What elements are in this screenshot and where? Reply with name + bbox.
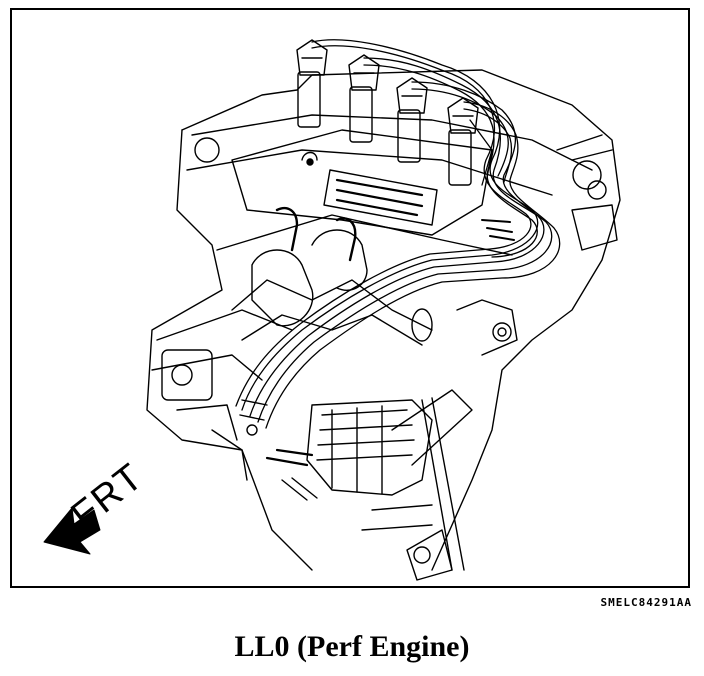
engine-illustration: FRT	[43, 39, 621, 581]
throttle-body-assembly	[211, 389, 473, 581]
illustration-code: SMELC84291AA	[600, 596, 692, 609]
figure-caption: LL0 (Perf Engine)	[234, 630, 470, 663]
front-direction-arrow-icon	[43, 507, 101, 555]
engine-block	[146, 69, 621, 571]
cam-cover	[231, 129, 493, 236]
diagram-frame: FRT	[10, 8, 690, 588]
intake-manifold	[231, 206, 518, 356]
spark-plug-wires	[235, 39, 561, 429]
ignition-coils	[296, 39, 479, 186]
